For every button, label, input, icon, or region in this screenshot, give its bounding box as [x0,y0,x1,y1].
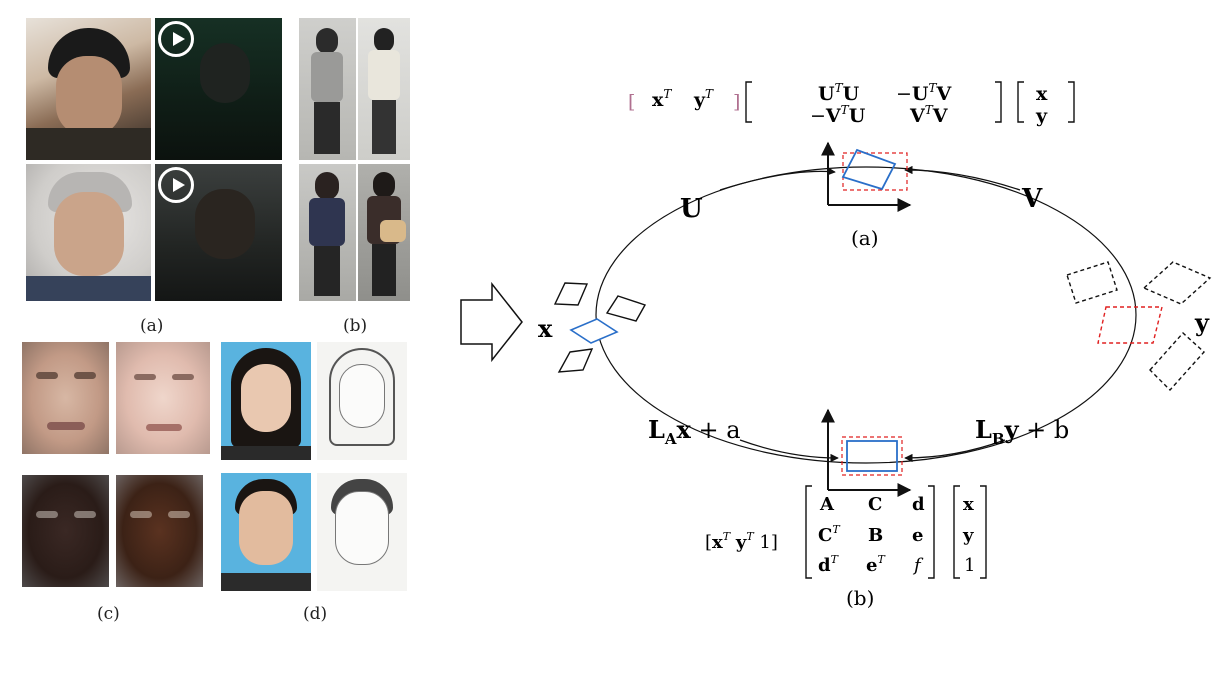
svg-text:e: e [912,525,923,546]
photo-c-face-2b [116,475,203,587]
svg-text:[xT yT 1]: [xT yT 1] [705,530,778,553]
blue-parallelogram-top [841,148,897,191]
svg-text:UTU: UTU [818,81,860,105]
left-shape-cluster [553,282,647,373]
bottom-axes [821,408,912,497]
photo-b-person-1a [299,18,356,160]
photo-a-face-1 [26,18,151,160]
svg-text:eT: eT [866,553,886,576]
caption-diagram-b: (b) [846,586,874,610]
svg-text:f: f [912,555,924,576]
arrow-u-to-a [719,167,836,191]
svg-text:xT: xT [652,87,672,111]
photo-a-video-1 [155,18,282,160]
svg-text:−UTV: −UTV [896,81,953,105]
sketch-d-face-1 [317,342,407,460]
label-la-x-plus-a: LAx + a [648,415,741,448]
blue-box-bottom [846,440,898,472]
svg-text:−VTU: −VTU [810,103,866,127]
ellipse-path [595,166,1137,464]
photo-b-person-2b [358,164,410,301]
photo-a-video-2 [155,164,282,301]
top-axes [821,141,912,212]
bottom-formula: [xT yT 1] A C d CT B e dT eT f x y 1 [705,485,987,579]
caption-c: (c) [97,604,120,624]
svg-text:A: A [819,494,835,515]
photo-b-person-1b [358,18,410,160]
svg-text:C: C [868,494,882,515]
arrow-lb-to-b [904,439,1006,463]
label-u: U [680,194,703,224]
svg-text:1: 1 [964,555,975,576]
sketch-d-face-2 [317,473,407,591]
arrow-la-to-b [739,439,839,463]
photo-c-face-1b [116,342,210,454]
red-dashed-box-bottom [841,436,903,476]
svg-text:CT: CT [818,523,841,546]
svg-text:B: B [868,525,883,546]
svg-text:VTV: VTV [909,103,949,127]
svg-text:y: y [1035,105,1048,127]
blue-parallelogram-left [569,318,619,344]
label-v: V [1021,184,1043,214]
photo-d-face-1 [221,342,311,460]
photo-a-face-2 [26,164,151,301]
caption-d: (d) [303,604,328,624]
svg-text:[: [ [628,91,635,113]
svg-text:yT: yT [693,87,714,111]
caption-a: (a) [140,316,164,336]
right-shape-cluster [1066,261,1212,392]
photo-c-face-2a [22,475,109,587]
hollow-arrow-icon [460,281,523,363]
photo-d-face-2 [221,473,311,591]
caption-diagram-a: (a) [851,226,879,250]
svg-text:x: x [1036,83,1048,105]
red-dashed-box-right [1097,306,1163,344]
caption-b: (b) [343,316,368,336]
play-icon[interactable] [158,167,194,203]
photo-b-person-2a [299,164,356,301]
label-y: y [1194,308,1210,337]
photo-c-face-1a [22,342,109,454]
svg-text:y: y [962,525,974,546]
svg-text:x: x [963,494,974,515]
svg-text:]: ] [733,91,740,113]
label-x: x [538,314,553,343]
arrow-v-to-a [904,165,1021,191]
label-lb-y-plus-b: LBy + b [975,415,1069,448]
red-dashed-box-top [842,152,908,191]
svg-text:d: d [912,494,925,515]
svg-text:dT: dT [818,553,840,576]
play-icon[interactable] [158,21,194,57]
top-formula: [ xT yT ] UTU −UTV −VTU VTV x y [628,81,1075,127]
